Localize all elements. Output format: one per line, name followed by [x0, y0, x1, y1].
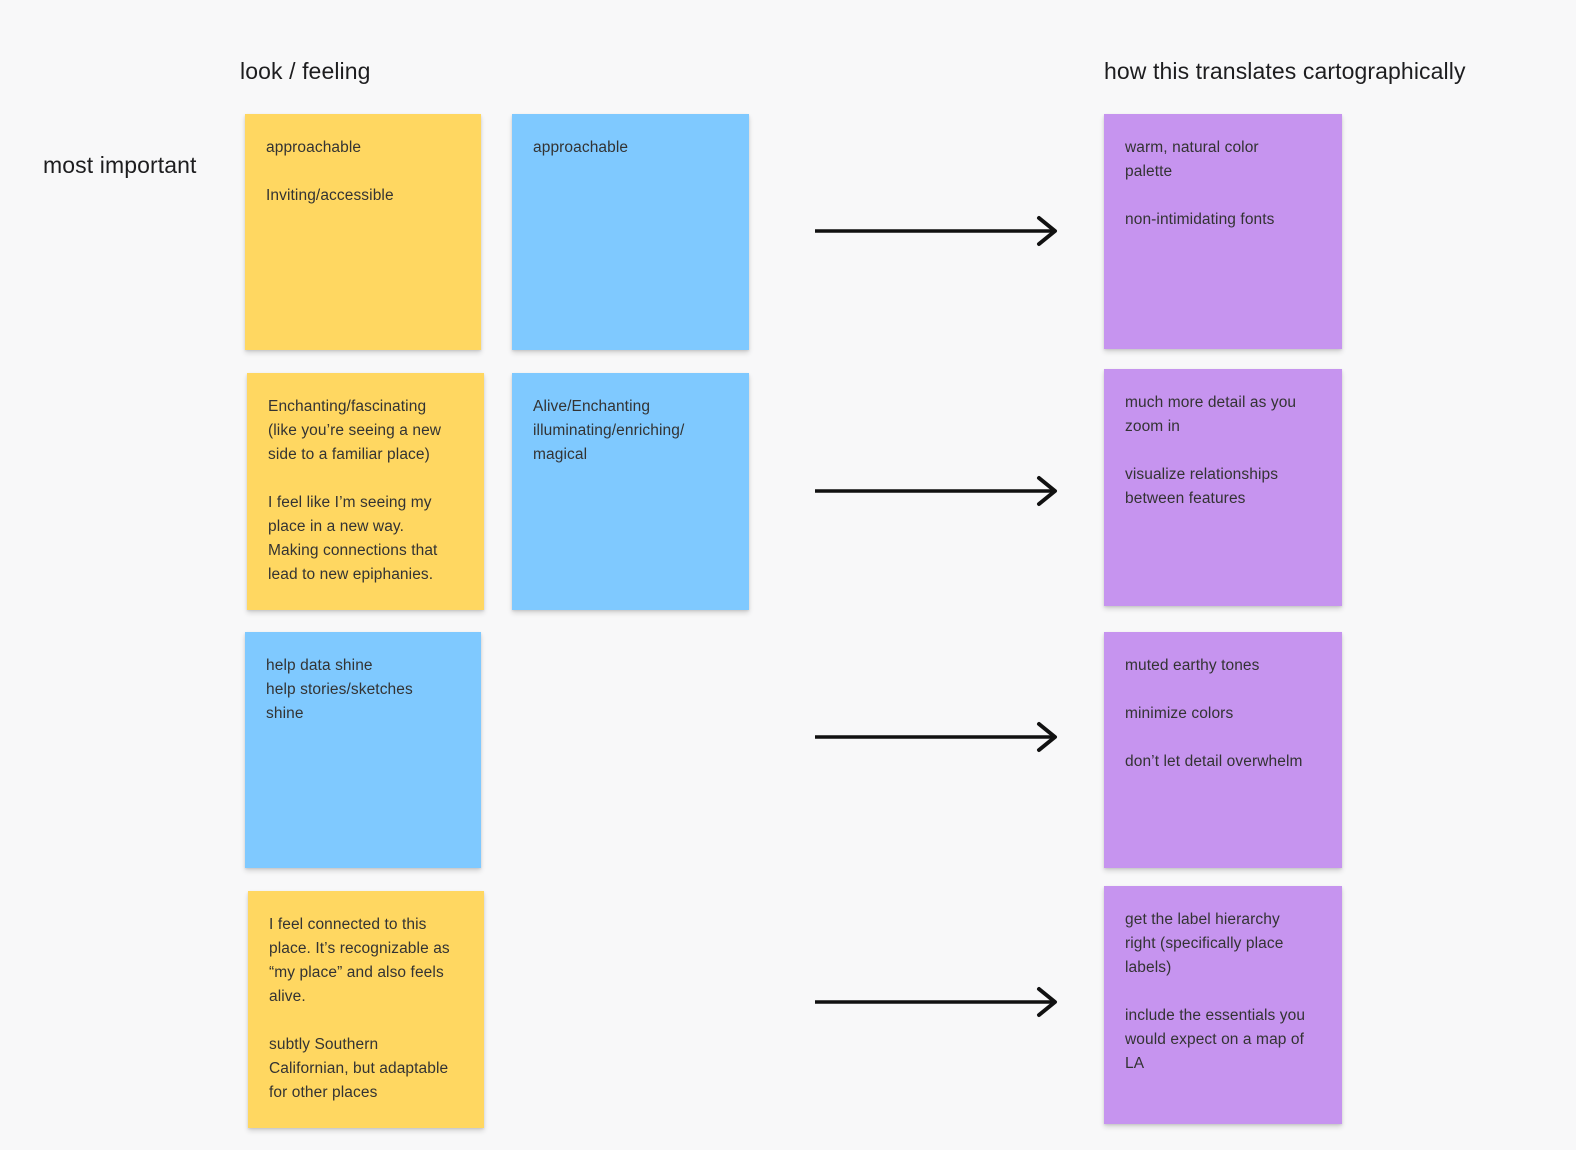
- sticky-note[interactable]: approachable: [512, 114, 749, 350]
- sticky-note-text: I feel connected to this place. It’s rec…: [269, 916, 450, 1101]
- column-header-cartographic[interactable]: how this translates cartographically: [1104, 58, 1466, 84]
- sticky-note-text: Alive/Enchanting illuminating/enriching/…: [533, 398, 685, 463]
- row-label-most-important[interactable]: most important: [43, 152, 197, 178]
- sticky-note-text: Enchanting/fascinating (like you’re seei…: [268, 398, 442, 583]
- sticky-note-text: help data shine help stories/sketches sh…: [266, 657, 413, 722]
- sticky-note[interactable]: much more detail as you zoom in visualiz…: [1104, 369, 1342, 606]
- sticky-note[interactable]: get the label hierarchy right (specifica…: [1104, 886, 1342, 1124]
- sticky-note[interactable]: Alive/Enchanting illuminating/enriching/…: [512, 373, 749, 610]
- sticky-note-text: much more detail as you zoom in visualiz…: [1125, 394, 1297, 507]
- sticky-note[interactable]: I feel connected to this place. It’s rec…: [248, 891, 484, 1128]
- sticky-note-text: approachable Inviting/accessible: [266, 139, 394, 204]
- sticky-note[interactable]: Enchanting/fascinating (like you’re seei…: [247, 373, 484, 610]
- arrow-right-icon[interactable]: [812, 986, 1062, 1018]
- sticky-note[interactable]: approachable Inviting/accessible: [245, 114, 481, 350]
- sticky-note[interactable]: muted earthy tones minimize colors don’t…: [1104, 632, 1342, 868]
- sticky-note-text: approachable: [533, 139, 629, 156]
- sticky-note-text: get the label hierarchy right (specifica…: [1125, 911, 1306, 1072]
- arrow-right-icon[interactable]: [812, 475, 1062, 507]
- column-header-look-feeling[interactable]: look / feeling: [240, 58, 371, 84]
- sticky-note-text: warm, natural color palette non-intimida…: [1125, 139, 1275, 228]
- arrow-right-icon[interactable]: [812, 721, 1062, 753]
- sticky-note[interactable]: help data shine help stories/sketches sh…: [245, 632, 481, 868]
- arrow-right-icon[interactable]: [812, 215, 1062, 247]
- sticky-note[interactable]: warm, natural color palette non-intimida…: [1104, 114, 1342, 349]
- sticky-note-text: muted earthy tones minimize colors don’t…: [1125, 657, 1303, 770]
